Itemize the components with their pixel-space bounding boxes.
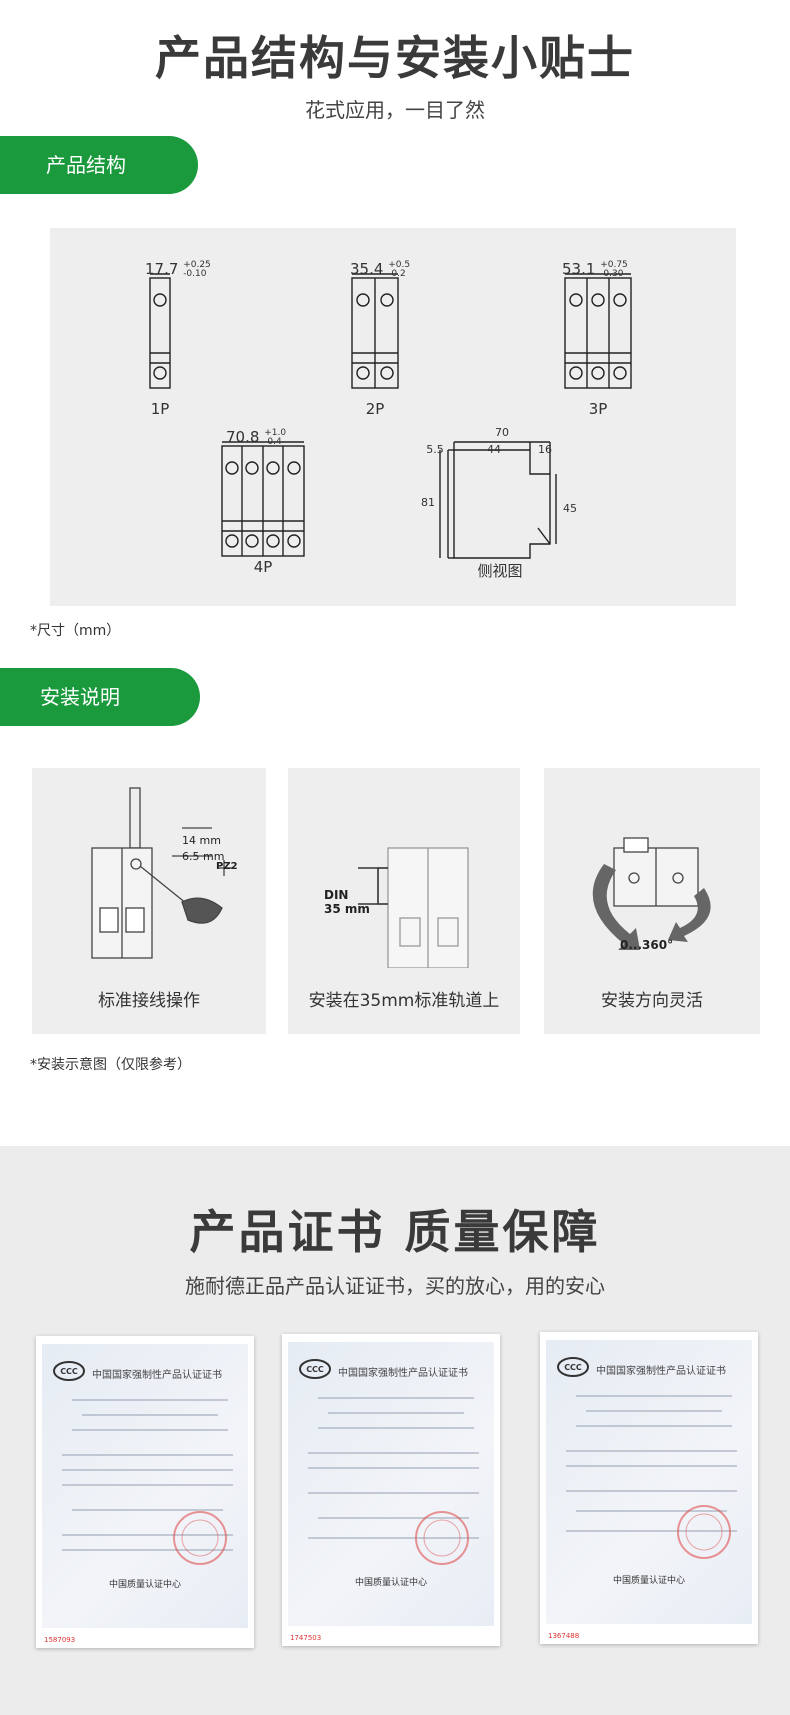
ccc-logo-icon: CCC [53, 1361, 85, 1381]
side-view-drawing [439, 441, 557, 559]
label-3p: 3P [588, 400, 608, 418]
certificate-3-heading: 中国国家强制性产品认证证书 [596, 1366, 726, 1377]
install-card-wiring: 14 mm 6.5 mm PZ2 标准接线操作 [32, 768, 266, 1034]
wiring-dim-strip: 14 mm [182, 834, 221, 847]
wiring-illustration [91, 787, 232, 959]
dim-side-mid: 44 [487, 443, 501, 456]
dimension-note: *尺寸（mm） [30, 623, 121, 639]
dim-side-height-right: 45 [563, 502, 577, 515]
install-card-rail-label: 安装在35mm标准轨道上 [308, 991, 500, 1011]
dim-2p-width: 35.4 +0.5 -0.2 [350, 259, 411, 279]
rail-illustration [358, 847, 469, 968]
label-side-view: 侧视图 [477, 562, 523, 580]
dim-3p-width: 53.1 +0.75 -0.30 [562, 259, 628, 279]
certificate-2-body: CCC 中国国家强制性产品认证证书 中国质量认证中心 [288, 1342, 494, 1626]
certificate-3-number: 1367488 [548, 1632, 580, 1640]
seal-stamp-icon [415, 1511, 469, 1565]
install-card-rail: DIN 35 mm 安装在35mm标准轨道上 [288, 768, 520, 1034]
label-4p: 4P [253, 558, 273, 576]
certificate-1-number: 1587093 [44, 1636, 76, 1644]
svg-text:CCC: CCC [306, 1365, 324, 1374]
breaker-4p-drawing [221, 441, 305, 557]
dim-side-right: 16 [538, 443, 552, 456]
dim-1p-width: 17.7 +0.25 -0.10 [145, 259, 211, 279]
certificate-3-issuer: 中国质量认证中心 [612, 1576, 685, 1586]
dim-side-height: 81 [421, 496, 435, 509]
label-2p: 2P [365, 400, 385, 418]
certificate-2-number: 1747503 [290, 1634, 322, 1642]
certificate-2: CCC 中国国家强制性产品认证证书 中国质量认证中心 1747503 [282, 1334, 500, 1646]
rail-label: DIN 35 mm [324, 888, 370, 916]
install-note: *安装示意图（仅限参考） [30, 1057, 191, 1073]
section-label-structure: 产品结构 [0, 136, 198, 194]
certificate-1-issuer: 中国质量认证中心 [108, 1580, 181, 1590]
label-1p: 1P [150, 400, 170, 418]
page-subtitle: 花式应用，一目了然 [305, 98, 485, 122]
ccc-logo-icon: CCC [557, 1357, 589, 1377]
breaker-3p-drawing [564, 273, 632, 389]
install-card-orientation-label: 安装方向灵活 [601, 991, 703, 1011]
certificate-3: CCC 中国国家强制性产品认证证书 中国质量认证中心 1367488 [540, 1332, 758, 1644]
section-label-install: 安装说明 [0, 668, 200, 726]
certificate-1-body: CCC 中国国家强制性产品认证证书 中国质量认证中心 [42, 1344, 248, 1628]
dimension-panel: 17.7 +0.25 -0.10 35.4 +0.5 -0.2 53.1 +0.… [50, 228, 736, 606]
certificate-subtitle: 施耐德正品产品认证证书，买的放心，用的安心 [185, 1274, 605, 1298]
breaker-2p-drawing [351, 273, 399, 389]
certificate-2-heading: 中国国家强制性产品认证证书 [338, 1368, 468, 1379]
svg-text:CCC: CCC [564, 1363, 582, 1372]
dimension-drawing [149, 273, 632, 559]
breaker-1p-drawing [149, 273, 171, 389]
svg-text:CCC: CCC [60, 1367, 78, 1376]
seal-stamp-icon [173, 1511, 227, 1565]
certificate-title: 产品证书 质量保障 [189, 1205, 601, 1259]
certificate-1: CCC 中国国家强制性产品认证证书 中国质量认证中心 1587093 [36, 1336, 254, 1648]
dim-4p-width: 70.8 +1.0 -0.4 [226, 427, 287, 447]
orientation-illustration [592, 837, 711, 950]
dim-side-left: 5.5 [426, 443, 444, 456]
install-card-orientation: 0...360° 安装方向灵活 [544, 768, 760, 1034]
certificate-1-heading: 中国国家强制性产品认证证书 [92, 1370, 222, 1381]
ccc-logo-icon: CCC [299, 1359, 331, 1379]
page-title: 产品结构与安装小贴士 [155, 31, 635, 85]
wiring-dim-screw: 6.5 mm [182, 850, 225, 863]
certificate-3-body: CCC 中国国家强制性产品认证证书 中国质量认证中心 [546, 1340, 752, 1624]
install-card-wiring-label: 标准接线操作 [98, 991, 200, 1011]
wiring-tool: PZ2 [216, 861, 238, 872]
orientation-angle: 0...360° [620, 938, 674, 952]
seal-stamp-icon [677, 1505, 731, 1559]
dim-side-total: 70 [495, 426, 509, 439]
certificate-2-issuer: 中国质量认证中心 [354, 1578, 427, 1588]
